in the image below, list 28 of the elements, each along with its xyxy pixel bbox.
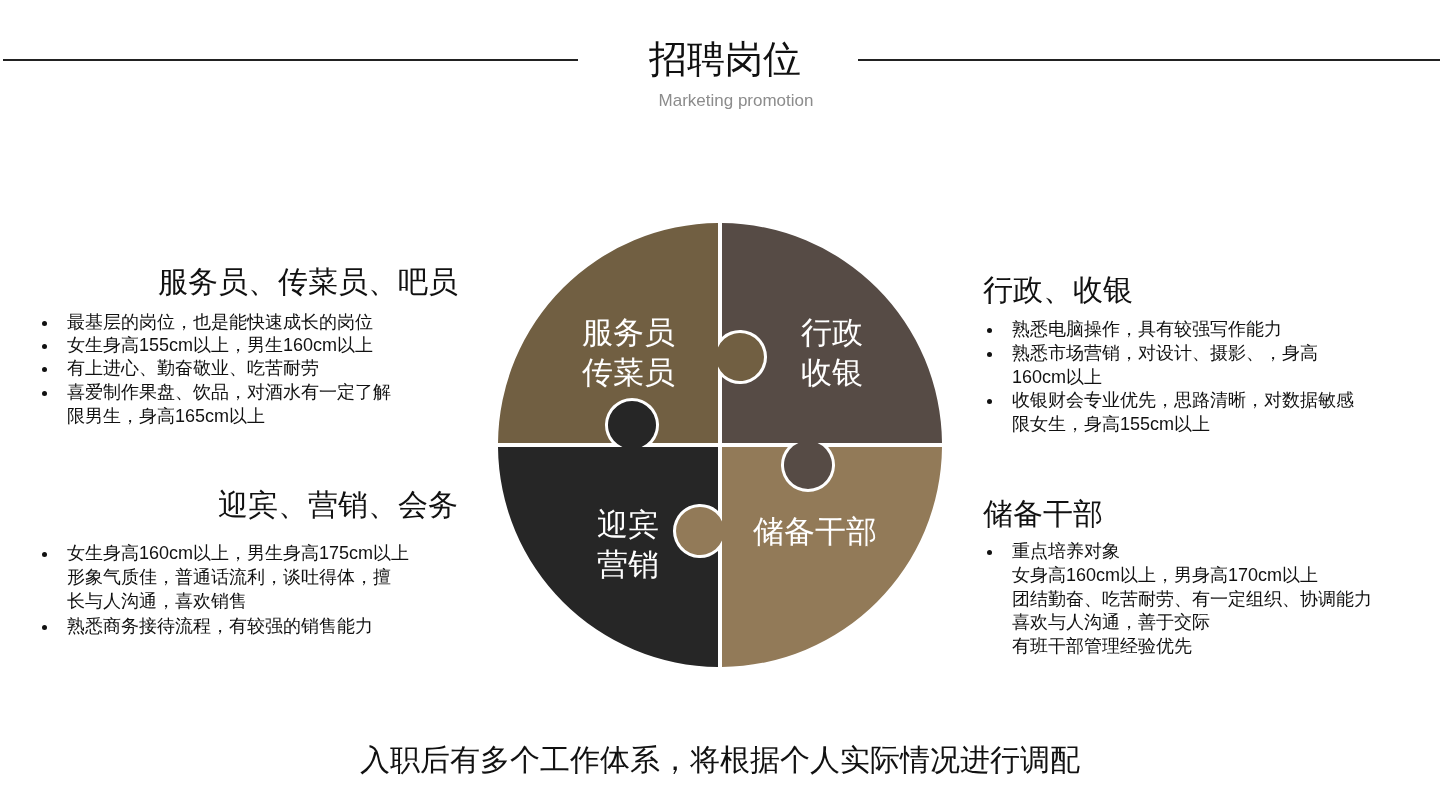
bullet-text: 收银财会专业优先，思路清晰，对数据敏感: [1012, 389, 1355, 412]
bullet-text: 熟悉电脑操作，具有较强写作能力: [1012, 318, 1283, 341]
body-text: 喜欢与人沟通，善于交际: [1012, 611, 1211, 634]
bullet-text: 有上进心、勤奋敬业、吃苦耐劳: [67, 357, 320, 380]
body-text: 形象气质佳，普通话流利，谈吐得体，擅长与人沟通，喜欢销售: [67, 566, 392, 613]
section-heading: 行政、收银: [983, 272, 1134, 308]
bullet-text: 熟悉商务接待流程，有较强的销售能力: [67, 615, 374, 638]
bullet-text: 女生身高155cm以上，男生160cm以上: [67, 334, 375, 357]
title: 招聘岗位: [648, 37, 802, 82]
piece-label: 储备干部: [752, 513, 878, 551]
piece-label: 服务员传菜员: [580, 314, 676, 392]
body-text: 限男生，身高165cm以上: [67, 405, 267, 428]
bullet-text: 女生身高160cm以上，男生身高175cm以上: [67, 542, 411, 565]
subtitle: Marketing promotion: [657, 90, 815, 112]
body-text: 限女生，身高155cm以上: [1012, 413, 1212, 436]
bullet-text: 重点培养对象: [1012, 540, 1121, 563]
section-heading: 储备干部: [983, 496, 1104, 532]
body-text: 团结勤奋、吃苦耐劳、有一定组织、协调能力: [1012, 588, 1373, 611]
bullet-text: 最基层的岗位，也是能快速成长的岗位: [67, 311, 374, 334]
piece-label: 行政收银: [800, 314, 864, 392]
body-text: 女身高160cm以上，男身高170cm以上: [1012, 564, 1320, 587]
piece-label: 迎宾营销: [596, 506, 660, 584]
caption: 入职后有多个工作体系，将根据个人实际情况进行调配: [359, 742, 1081, 778]
bullet-text: 喜爱制作果盘、饮品，对酒水有一定了解: [67, 381, 392, 404]
body-text: 有班干部管理经验优先: [1012, 635, 1193, 658]
bullet-text: 熟悉市场营销，对设计、摄影、，身高160cm以上: [1012, 342, 1319, 389]
section-heading: 迎宾、营销、会务: [217, 487, 458, 523]
section-heading: 服务员、传菜员、吧员: [157, 264, 458, 300]
